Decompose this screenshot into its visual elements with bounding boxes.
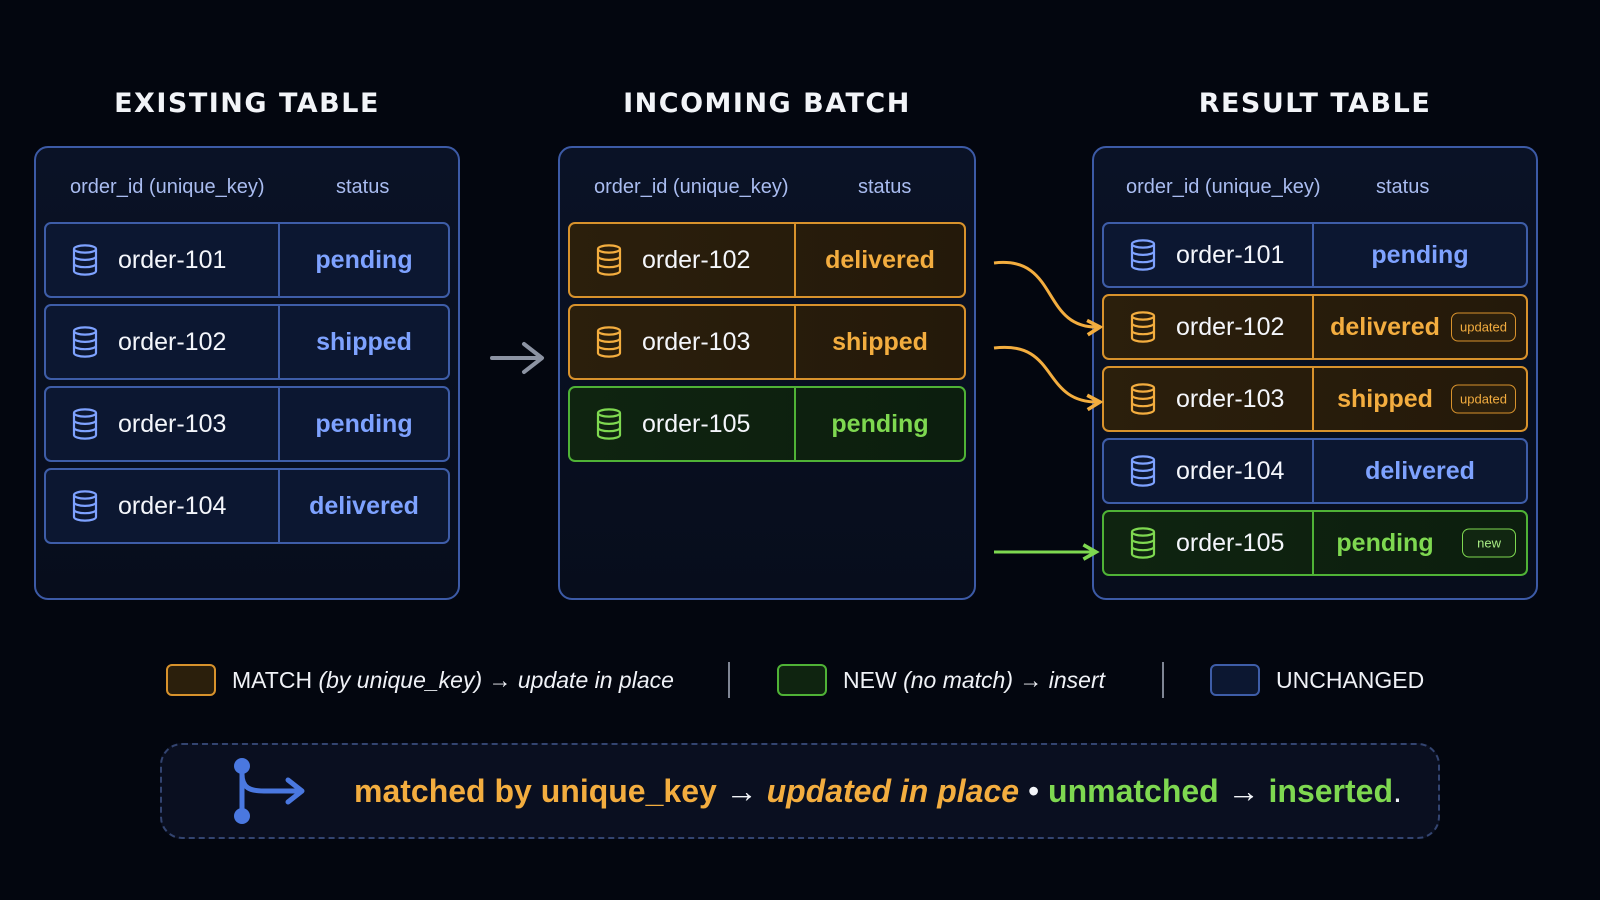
status-text: shipped — [316, 327, 412, 356]
banner-arrow-2: → — [1227, 772, 1260, 809]
existing-col-status: status — [336, 176, 390, 198]
legend-new-label: NEW — [843, 666, 897, 693]
database-icon — [72, 490, 98, 522]
legend-new-paren: (no match) — [903, 666, 1013, 693]
updated-badge: updated — [1451, 312, 1516, 342]
incoming-col-order-id: order_id (unique_key) — [594, 176, 789, 198]
banner-matched: matched by unique_key — [354, 772, 717, 809]
status-text: delivered — [309, 491, 419, 520]
legend-separator — [1162, 662, 1164, 698]
database-icon — [1130, 527, 1156, 559]
existing-table-panel: order_id (unique_key) status order-101 p… — [34, 146, 460, 600]
banner-text: matched by unique_key → updated in place… — [354, 773, 1402, 810]
status-text: delivered — [825, 245, 935, 274]
banner-period: . — [1392, 772, 1402, 809]
database-icon — [596, 244, 622, 276]
status-text: pending — [831, 409, 929, 438]
existing-table-title: EXISTING TABLE — [114, 88, 380, 119]
result-table-panel: order_id (unique_key) status order-101 p… — [1092, 146, 1538, 600]
legend-new: NEW (no match) → insert — [777, 662, 1105, 698]
order-id-text: order-105 — [642, 409, 751, 438]
database-icon — [1130, 455, 1156, 487]
result-col-order-id: order_id (unique_key) — [1126, 176, 1321, 198]
new-badge: new — [1462, 528, 1516, 558]
legend-match-paren: (by unique_key) — [318, 666, 483, 693]
existing-col-order-id: order_id (unique_key) — [70, 176, 265, 198]
match-swatch — [166, 664, 216, 696]
legend-new-arrow: → — [1019, 666, 1043, 693]
match-arrow-103 — [993, 345, 1104, 412]
incoming-row-order-105: order-105 pending — [568, 386, 966, 462]
result-table-title: RESULT TABLE — [1198, 88, 1432, 119]
match-arrow-102 — [993, 260, 1104, 337]
result-col-status: status — [1376, 176, 1430, 198]
status-text: pending — [315, 409, 413, 438]
existing-row-order-101: order-101 pending — [44, 222, 450, 298]
incoming-batch-title: INCOMING BATCH — [623, 88, 911, 119]
banner-arrow-1: → — [725, 772, 758, 809]
existing-row-order-103: order-103 pending — [44, 386, 450, 462]
order-id-text: order-103 — [1176, 384, 1285, 413]
database-icon — [72, 326, 98, 358]
order-id-text: order-104 — [118, 491, 227, 520]
database-icon — [596, 408, 622, 440]
banner-updated: updated in place — [766, 772, 1020, 809]
banner-unmatched: unmatched — [1048, 772, 1219, 809]
status-text: pending — [1371, 240, 1469, 269]
order-id-text: order-101 — [118, 245, 227, 274]
banner-inserted: inserted — [1268, 772, 1393, 809]
order-id-text: order-102 — [118, 327, 227, 356]
order-id-text: order-102 — [642, 245, 751, 274]
order-id-text: order-103 — [642, 327, 751, 356]
result-row-order-101: order-101 pending — [1102, 222, 1528, 288]
existing-row-order-102: order-102 shipped — [44, 304, 450, 380]
status-text: pending — [315, 245, 413, 274]
database-icon — [1130, 383, 1156, 415]
legend-match-action: update in place — [517, 666, 674, 693]
legend-new-action: insert — [1048, 666, 1106, 693]
order-id-text: order-104 — [1176, 456, 1285, 485]
banner-dot: • — [1027, 772, 1040, 809]
existing-row-order-104: order-104 delivered — [44, 468, 450, 544]
status-text: delivered — [1365, 456, 1475, 485]
order-id-text: order-102 — [1176, 312, 1285, 341]
database-icon — [1130, 239, 1156, 271]
summary-banner: matched by unique_key → updated in place… — [160, 743, 1440, 839]
updated-badge: updated — [1451, 384, 1516, 414]
database-icon — [72, 244, 98, 276]
order-id-text: order-103 — [118, 409, 227, 438]
legend-unchanged: UNCHANGED — [1210, 662, 1424, 698]
legend-match-label: MATCH — [232, 666, 313, 693]
order-id-text: order-105 — [1176, 528, 1285, 557]
legend-unchanged-label: UNCHANGED — [1276, 666, 1425, 693]
incoming-batch-panel: order_id (unique_key) status order-102 d… — [558, 146, 976, 600]
branch-merge-icon — [234, 758, 305, 824]
legend-match: MATCH (by unique_key) → update in place — [166, 662, 674, 698]
incoming-row-order-102: order-102 delivered — [568, 222, 966, 298]
database-icon — [596, 326, 622, 358]
legend-match-arrow: → — [488, 666, 512, 693]
legend-separator — [728, 662, 730, 698]
result-row-order-104: order-104 delivered — [1102, 438, 1528, 504]
database-icon — [1130, 311, 1156, 343]
arrow-right-icon — [490, 342, 544, 374]
order-id-text: order-101 — [1176, 240, 1285, 269]
database-icon — [72, 408, 98, 440]
status-text: shipped — [832, 327, 928, 356]
incoming-col-status: status — [858, 176, 912, 198]
unchanged-swatch — [1210, 664, 1260, 696]
incoming-row-order-103: order-103 shipped — [568, 304, 966, 380]
new-swatch — [777, 664, 827, 696]
